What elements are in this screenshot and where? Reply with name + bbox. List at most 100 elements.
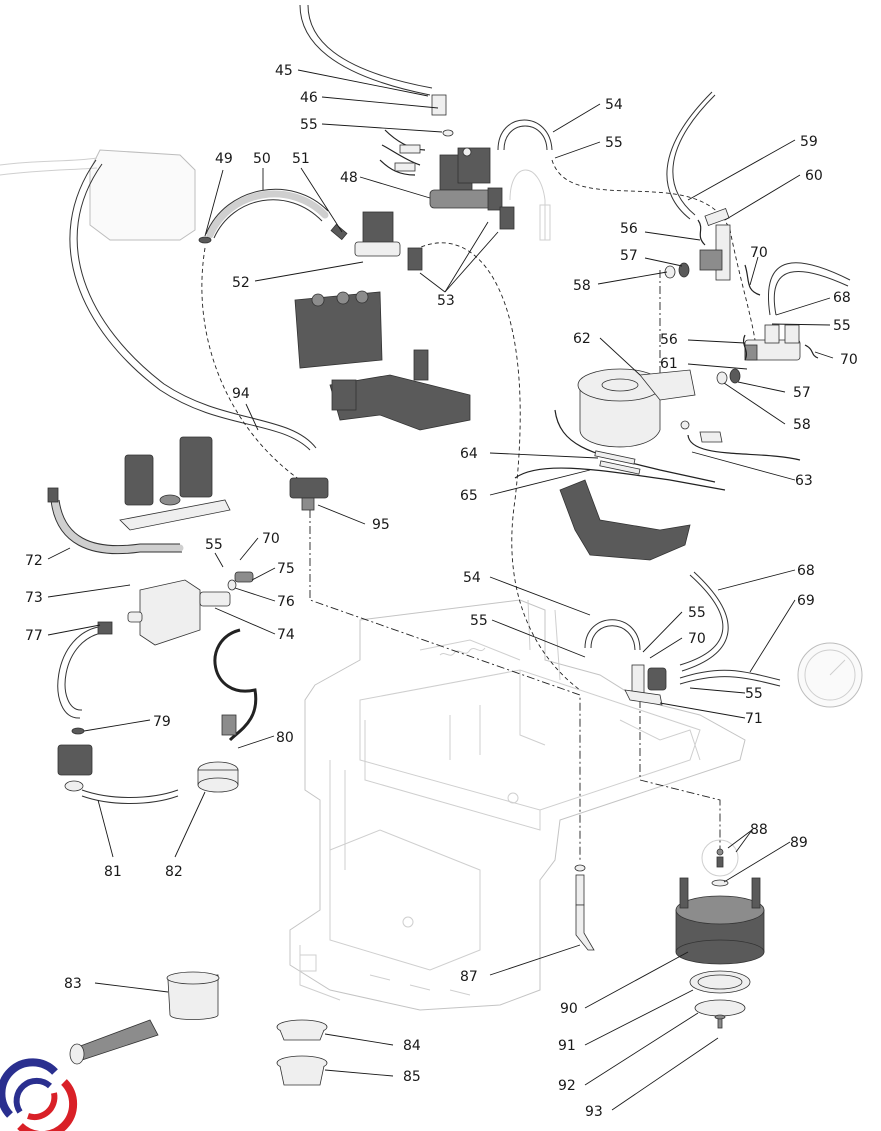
callout-81: 81 <box>104 864 122 880</box>
valve-block-bracket <box>294 290 383 369</box>
callout-51: 51 <box>292 151 310 167</box>
callout-88: 88 <box>750 822 768 838</box>
callout-79: 79 <box>153 714 171 730</box>
flowmeter-82 <box>197 761 239 793</box>
pump-74 <box>127 579 231 646</box>
manifold-61 <box>744 324 801 361</box>
brew-group-90 <box>675 877 765 965</box>
valve-88 <box>701 839 739 877</box>
boiler-62 <box>577 368 696 448</box>
boiler-cover <box>559 479 691 561</box>
fitting-57-58-bottom <box>716 368 741 385</box>
callout-80: 80 <box>276 730 294 746</box>
callout-64: 64 <box>460 446 478 462</box>
callout-84: 84 <box>403 1038 421 1054</box>
ring-49 <box>198 236 212 244</box>
callout-70: 70 <box>840 352 858 368</box>
callout-94: 94 <box>232 386 250 402</box>
dashed-connector <box>201 247 301 481</box>
brand-logo <box>0 1058 78 1131</box>
hose-77 <box>57 621 113 719</box>
callout-53: 53 <box>437 293 455 309</box>
dashdot-connector <box>639 700 721 860</box>
leader-81 <box>97 799 114 858</box>
dashdot-connector <box>309 510 581 860</box>
cable-80 <box>213 628 258 742</box>
leader-71 <box>659 702 746 719</box>
callout-90: 90 <box>560 1001 578 1017</box>
fitting-79 <box>71 727 85 735</box>
leader-77 <box>47 624 101 636</box>
callout-72: 72 <box>25 553 43 569</box>
leader-68a <box>775 297 831 316</box>
leader-85 <box>324 1069 394 1077</box>
callout-69: 69 <box>797 593 815 609</box>
callout-52: 52 <box>232 275 250 291</box>
leader-55e <box>491 619 586 658</box>
leader-48 <box>359 176 431 199</box>
callout-85: 85 <box>403 1069 421 1085</box>
leader-87 <box>489 944 581 976</box>
callout-55: 55 <box>605 135 623 151</box>
leader-70b <box>814 351 834 359</box>
solenoid-valve-48 <box>429 147 496 209</box>
tube-68-top <box>768 262 851 316</box>
callout-60: 60 <box>805 168 823 184</box>
callout-46: 46 <box>300 90 318 106</box>
leader-82 <box>174 791 206 858</box>
holder-81 <box>57 744 179 804</box>
callout-48: 48 <box>340 170 358 186</box>
tube-50 <box>205 188 329 239</box>
fitting-51 <box>330 223 348 241</box>
leader-65 <box>489 469 591 496</box>
leader-54a <box>552 103 601 133</box>
screw-93 <box>714 1014 726 1029</box>
callout-58: 58 <box>573 278 591 294</box>
leader-56b <box>687 339 746 344</box>
tube-68-bottom <box>679 571 729 672</box>
leader-73 <box>47 584 131 598</box>
leader-89 <box>723 841 791 883</box>
tube-54-bottom <box>584 619 641 651</box>
leader-61 <box>687 363 748 370</box>
tube-87 <box>574 864 595 951</box>
leader-88-1 <box>727 829 753 849</box>
dashed-connector <box>551 159 756 341</box>
callout-74: 74 <box>277 627 295 643</box>
solenoid-valve-52 <box>354 211 401 257</box>
leader-45 <box>297 69 429 97</box>
shower-screen-92 <box>694 999 746 1017</box>
leader-75 <box>251 567 276 581</box>
leader-57a <box>644 257 683 267</box>
callout-77: 77 <box>25 628 43 644</box>
callout-55: 55 <box>205 537 223 553</box>
callout-labels: 45 46 55 54 55 59 60 49 50 51 48 56 57 7… <box>25 63 858 1120</box>
leader-53-3 <box>444 231 499 293</box>
inlet-hose-45 <box>299 4 433 96</box>
leader-55b <box>554 141 601 159</box>
callout-76: 76 <box>277 594 295 610</box>
leader-55d <box>214 552 224 568</box>
leader-95 <box>317 504 366 525</box>
callout-55: 55 <box>470 613 488 629</box>
machine-frame <box>289 599 746 1011</box>
callout-95: 95 <box>372 517 390 533</box>
leader-91 <box>584 989 694 1046</box>
leader-92 <box>584 1012 699 1086</box>
valve-71 <box>624 664 667 706</box>
callout-55: 55 <box>688 605 706 621</box>
callout-57: 57 <box>620 248 638 264</box>
callout-73: 73 <box>25 590 43 606</box>
leader-56a <box>644 231 701 241</box>
leader-53-2 <box>444 221 489 293</box>
leader-49 <box>204 169 224 237</box>
callout-82: 82 <box>165 864 183 880</box>
leader-70a <box>749 256 759 286</box>
filter-basket-85 <box>276 1055 328 1086</box>
valve-base-plate <box>329 349 471 431</box>
leader-55f <box>642 611 683 653</box>
leader-70c <box>239 537 259 561</box>
callout-61: 61 <box>660 356 678 372</box>
leader-94 <box>245 403 259 431</box>
leader-70d <box>649 637 683 659</box>
